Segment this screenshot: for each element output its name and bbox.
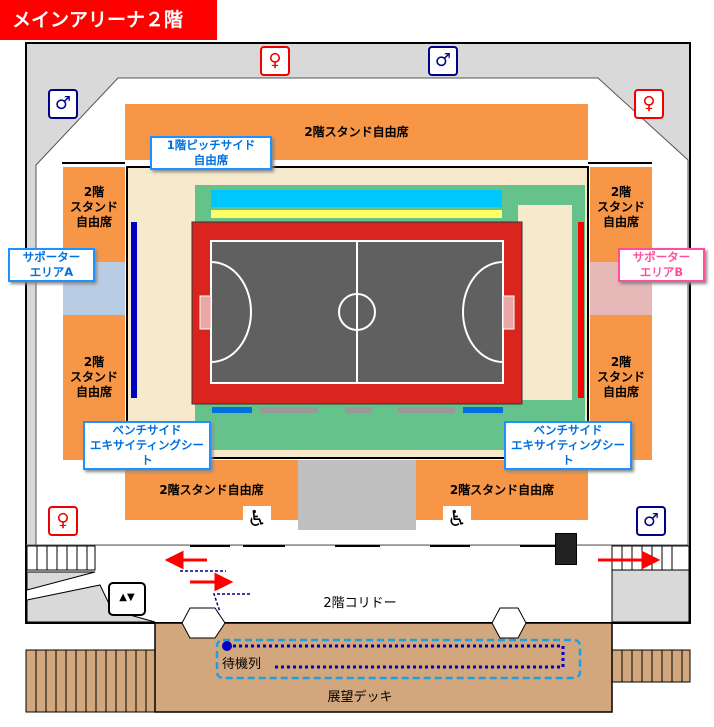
stairs-left — [36, 546, 88, 570]
male-restroom-icon: ♂ — [428, 46, 458, 76]
flow-arrows — [164, 550, 661, 592]
male-restroom-icon: ♂ — [48, 89, 78, 119]
corridor-label: 2階コリドー — [323, 596, 397, 611]
stand-left-lower-label: 2階 スタンド 自由席 — [69, 355, 118, 399]
stand-bottom-left-label: 2階スタンド自由席 — [159, 483, 264, 497]
callout-bench-right: ベンチサイド エキサイティングシート — [504, 421, 632, 470]
pillar — [181, 607, 226, 639]
stand-bottom-right-label: 2階スタンド自由席 — [449, 483, 555, 497]
callout-pitchside: 1階ピッチサイド 自由席 — [150, 136, 272, 170]
bench-right — [463, 407, 503, 413]
wheelchair-icon: ♿ — [443, 506, 471, 534]
deck-label: 展望デッキ — [327, 690, 393, 705]
callout-supporter-a: サポーター エリアA — [8, 248, 95, 282]
entrance-block — [298, 460, 416, 530]
male-restroom-icon: ♂ — [636, 506, 666, 536]
elevator-icon: ▲▼ — [108, 582, 146, 616]
queue-label: 待機列 — [222, 657, 262, 672]
wheelchair-icon: ♿ — [243, 506, 271, 534]
observation-deck — [154, 622, 613, 713]
stand-right-lower-label: 2階 スタンド 自由席 — [596, 355, 645, 399]
female-restroom-icon: ♀ — [260, 46, 290, 76]
female-restroom-icon: ♀ — [634, 89, 664, 119]
stand-left-upper-label: 2階 スタンド 自由席 — [69, 185, 118, 229]
callout-bench-left: ベンチサイド エキサイティングシート — [83, 421, 211, 470]
stand-right-upper-label: 2階 スタンド 自由席 — [596, 185, 645, 229]
pillar — [491, 607, 527, 639]
callout-supporter-b: サポーター エリアB — [618, 248, 705, 282]
pitchside-seats — [211, 190, 502, 207]
page-title: メインアリーナ２階 — [0, 0, 217, 40]
female-restroom-icon: ♀ — [48, 506, 78, 536]
bench-left — [212, 407, 252, 413]
stairs-right — [611, 545, 690, 571]
deck-stairs-left — [35, 650, 147, 712]
vending-machine-icon — [555, 533, 577, 565]
stand-top-label: 2階スタンド自由席 — [304, 125, 409, 139]
